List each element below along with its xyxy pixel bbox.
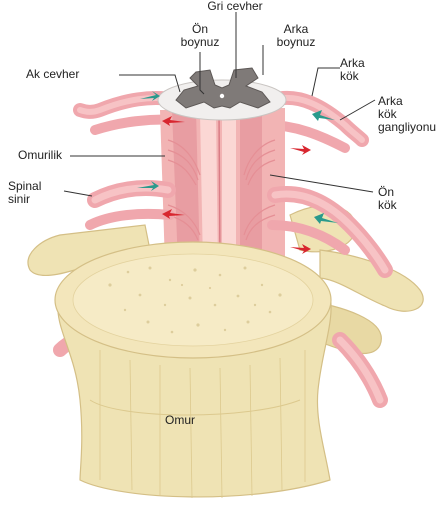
label-on-boynuz-line2: boynuz <box>172 36 228 49</box>
label-omur: Omur <box>155 414 205 427</box>
label-omurilik: Omurilik <box>18 149 62 162</box>
label-on-boynuz: Ön boynuz <box>172 23 228 49</box>
label-arka-boynuz: Arka boynuz <box>267 23 325 49</box>
label-spinal-sinir: Spinal sinir <box>8 180 41 206</box>
label-arka-kok-line2: kök <box>340 70 365 83</box>
cord-cross-section <box>158 68 286 120</box>
label-arka-boynuz-line2: boynuz <box>267 36 325 49</box>
vertebral-body <box>55 242 331 498</box>
label-arka-kok: Arka kök <box>340 57 365 83</box>
label-ganglion-line3: gangliyonu <box>378 121 436 134</box>
label-arka-kok-gangliyonu: Arka kök gangliyonu <box>378 95 436 134</box>
label-on-kok: Ön kök <box>378 186 397 212</box>
label-spinal-sinir-line2: sinir <box>8 193 41 206</box>
label-on-kok-line2: kök <box>378 199 397 212</box>
label-ak-cevher: Ak cevher <box>26 68 79 81</box>
label-gri-cevher: Gri cevher <box>200 0 270 13</box>
